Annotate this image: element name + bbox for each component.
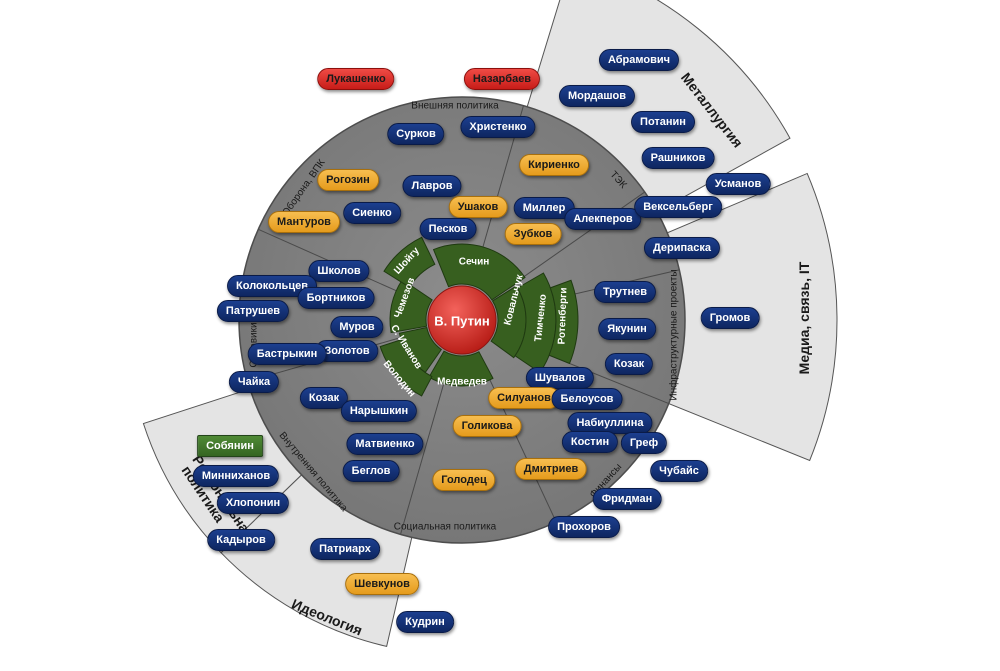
person-chip-potanin[interactable]: Потанин	[631, 111, 695, 133]
person-chip-vekselberg[interactable]: Вексельберг	[634, 196, 722, 218]
person-chip-golikova[interactable]: Голикова	[452, 415, 522, 437]
person-chip-kirienko[interactable]: Кириенко	[519, 154, 589, 176]
ring-seg-sechin	[432, 243, 526, 301]
person-chip-khloponin[interactable]: Хлопонин	[216, 492, 290, 514]
ring-seg-shoigu	[383, 236, 436, 288]
person-chip-shevkunov[interactable]: Шевкунов	[345, 573, 419, 595]
person-chip-patrushev[interactable]: Патрушев	[216, 300, 290, 322]
person-chip-kozak-infra[interactable]: Козак	[604, 353, 654, 375]
person-chip-nazarbaev[interactable]: Назарбаев	[463, 68, 541, 90]
person-chip-trutnev[interactable]: Трутнев	[593, 281, 657, 303]
person-chip-khristenko[interactable]: Христенко	[460, 116, 536, 138]
sector-divider-1	[514, 191, 645, 284]
sector-label-social: Социальная политика	[393, 521, 497, 533]
person-chip-mordashov[interactable]: Мордашов	[558, 85, 636, 107]
person-chip-bastrykin[interactable]: Бастрыкин	[247, 343, 327, 365]
person-chip-yakunin[interactable]: Якунин	[598, 318, 656, 340]
person-chip-belousov[interactable]: Белоусов	[551, 388, 623, 410]
inner-label-medvedev: Медведев	[437, 376, 487, 388]
person-chip-lavrov[interactable]: Лавров	[402, 175, 462, 197]
person-chip-beglov[interactable]: Беглов	[342, 460, 400, 482]
person-chip-siluanov[interactable]: Силуанов	[488, 387, 560, 409]
person-chip-alekperov[interactable]: Алекперов	[564, 208, 642, 230]
sector-label-vneshnyaya: Внешняя политика	[411, 100, 499, 112]
person-chip-kostin[interactable]: Костин	[561, 431, 619, 453]
ring-seg-s-ivanov	[398, 326, 443, 374]
person-chip-surkov[interactable]: Сурков	[387, 123, 445, 145]
person-chip-zubkov[interactable]: Зубков	[504, 223, 562, 245]
person-chip-sienko[interactable]: Сиенко	[343, 202, 401, 224]
person-chip-chaika[interactable]: Чайка	[228, 371, 280, 393]
person-chip-chubais[interactable]: Чубайс	[650, 460, 708, 482]
person-chip-naryshkin[interactable]: Нарышкин	[340, 400, 418, 422]
person-chip-gromov[interactable]: Громов	[700, 307, 760, 329]
person-chip-minnikhanov[interactable]: Минниханов	[192, 465, 280, 487]
person-chip-sholov[interactable]: Школов	[308, 260, 370, 282]
outer-label-media: Медиа, связь, IT	[796, 261, 812, 375]
person-chip-kudrin[interactable]: Кудрин	[396, 611, 454, 633]
person-chip-prokhorov[interactable]: Прохоров	[548, 516, 620, 538]
person-chip-lukashenko[interactable]: Лукашенко	[317, 68, 395, 90]
person-chip-bortnikov[interactable]: Бортников	[297, 287, 375, 309]
person-chip-miller[interactable]: Миллер	[513, 197, 575, 219]
inner-label-sechin: Сечин	[458, 256, 490, 268]
person-chip-sobyanin[interactable]: Собянин	[197, 435, 263, 457]
inner-label-rotenbergi: Ротенберги	[556, 287, 570, 345]
person-chip-zolotov[interactable]: Золотов	[315, 340, 379, 362]
person-chip-usmanov[interactable]: Усманов	[705, 173, 771, 195]
person-chip-dmitriev[interactable]: Дмитриев	[514, 458, 588, 480]
person-chip-abramovich[interactable]: Абрамович	[598, 49, 680, 71]
ring-seg-rotenbergi	[548, 279, 579, 365]
person-chip-rogozin[interactable]: Рогозин	[317, 169, 379, 191]
person-chip-kozak-vnutr[interactable]: Козак	[299, 387, 349, 409]
person-chip-patriarkh[interactable]: Патриарх	[310, 538, 380, 560]
person-chip-deripaska[interactable]: Дерипаска	[643, 237, 721, 259]
person-chip-matvienko[interactable]: Матвиенко	[346, 433, 424, 455]
sector-label-infra: Инфраструктурные проекты	[668, 269, 680, 401]
person-chip-manturov[interactable]: Мантуров	[268, 211, 340, 233]
person-chip-ushakov[interactable]: Ушаков	[448, 196, 508, 218]
person-chip-kadyrov[interactable]: Кадыров	[207, 529, 275, 551]
person-chip-fridman[interactable]: Фридман	[592, 488, 662, 510]
inner-circle-ring	[379, 236, 579, 397]
person-chip-kolokoltsev[interactable]: Колокольцев	[227, 275, 317, 297]
person-chip-murov[interactable]: Муров	[330, 316, 384, 338]
person-chip-rashnikov[interactable]: Рашников	[641, 147, 715, 169]
person-chip-gref[interactable]: Греф	[620, 432, 668, 454]
person-chip-golodets[interactable]: Голодец	[432, 469, 496, 491]
center-label: В. Путин	[434, 313, 490, 329]
person-chip-peskov[interactable]: Песков	[419, 218, 477, 240]
person-chip-shuvalov[interactable]: Шувалов	[525, 367, 595, 389]
sector-divider-5	[400, 381, 445, 535]
center-circle	[427, 285, 497, 355]
